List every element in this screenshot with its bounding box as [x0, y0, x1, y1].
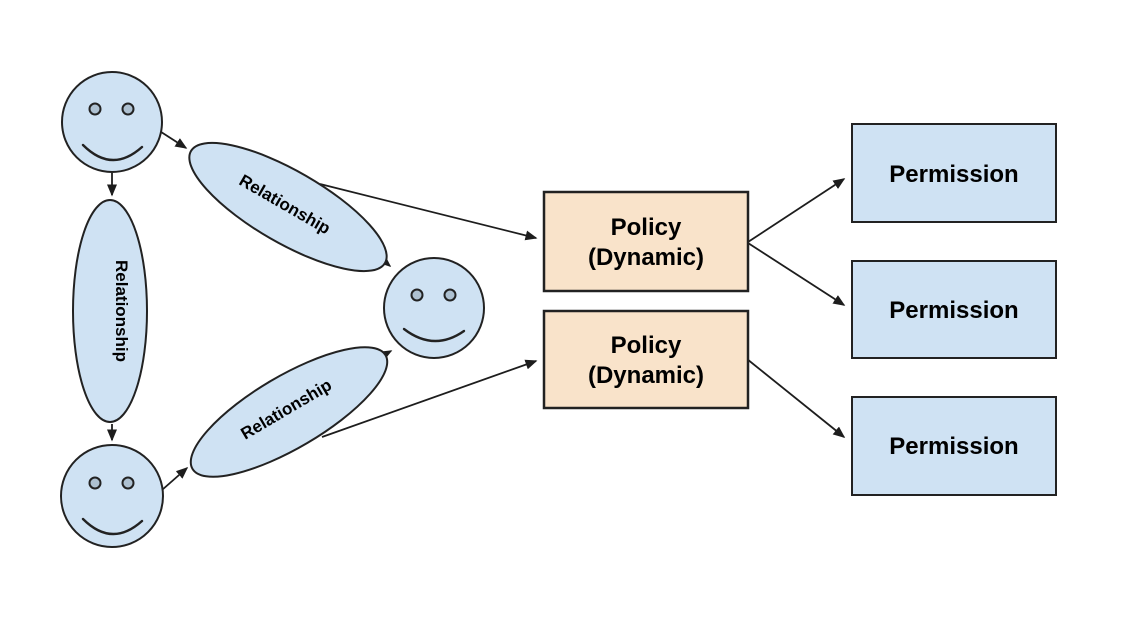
relationship-left-shape — [72, 199, 148, 423]
policy-node-2: Policy (Dynamic) — [542, 309, 750, 410]
policy-2-label-line2: (Dynamic) — [588, 362, 704, 389]
permission-1-label: Permission — [889, 161, 1018, 188]
policy-1-label-line2: (Dynamic) — [588, 244, 704, 271]
user-top-smile-icon — [81, 143, 144, 162]
edge-policy-1-to-permission-1 — [747, 178, 846, 243]
user-bottom-left-eye-icon — [88, 476, 102, 490]
permission-2-box — [851, 260, 1057, 359]
user-top-right-eye-icon — [121, 102, 135, 116]
user-top-left-eye-icon — [88, 102, 102, 116]
edge-policy-2-to-permission-3 — [746, 358, 846, 438]
policy-1-box — [542, 190, 750, 293]
user-middle-smile-icon — [402, 327, 466, 343]
permission-node-2: Permission — [851, 260, 1057, 359]
user-top-face — [61, 71, 163, 173]
relationship-node-bottom: Relationship — [189, 346, 389, 478]
permission-1-box — [851, 123, 1057, 223]
user-middle-right-eye-icon — [443, 288, 457, 302]
policy-2-box — [542, 309, 750, 410]
edge-policy-1-to-permission-2 — [747, 242, 846, 306]
relationship-left-label: Relationship — [112, 260, 131, 362]
user-middle-face — [383, 257, 485, 359]
user-bottom-smile-icon — [81, 517, 144, 536]
user-node-middle — [383, 257, 485, 359]
user-bottom-right-eye-icon — [121, 476, 135, 490]
policy-1-label-line1: Policy — [611, 214, 682, 241]
relationship-node-top: Relationship — [188, 141, 388, 273]
relationship-bottom-shape — [189, 346, 389, 478]
edge-relationship-top-to-policy-1 — [319, 183, 538, 241]
policy-2-label-line1: Policy — [611, 332, 682, 359]
user-node-top — [61, 71, 163, 173]
edge-user-top-to-relationship-top — [157, 129, 188, 149]
user-node-bottom — [60, 444, 164, 548]
policy-node-1: Policy (Dynamic) — [542, 190, 750, 293]
edges — [107, 129, 846, 491]
permission-node-1: Permission — [851, 123, 1057, 223]
relationship-top-shape — [188, 141, 388, 273]
permission-3-box — [851, 396, 1057, 496]
user-bottom-face — [60, 444, 164, 548]
permission-node-3: Permission — [851, 396, 1057, 496]
edge-user-bottom-to-relationship-bottom — [161, 467, 189, 491]
permission-3-label: Permission — [889, 433, 1018, 460]
relationship-node-left: Relationship — [72, 199, 148, 423]
user-middle-left-eye-icon — [410, 288, 424, 302]
edge-relationship-bottom-to-policy-2 — [321, 359, 538, 438]
permission-2-label: Permission — [889, 297, 1018, 324]
